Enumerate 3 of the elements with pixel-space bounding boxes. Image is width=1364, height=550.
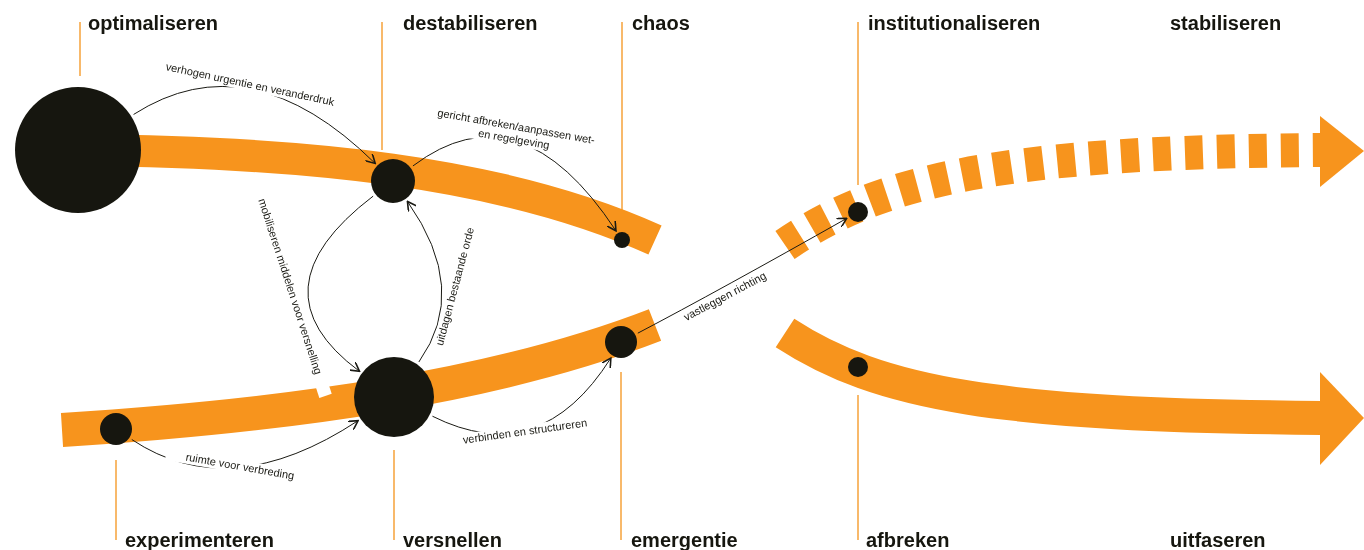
curved-arrow [406, 200, 443, 363]
curved-arrow [307, 195, 374, 373]
curved-arrow [637, 217, 848, 334]
